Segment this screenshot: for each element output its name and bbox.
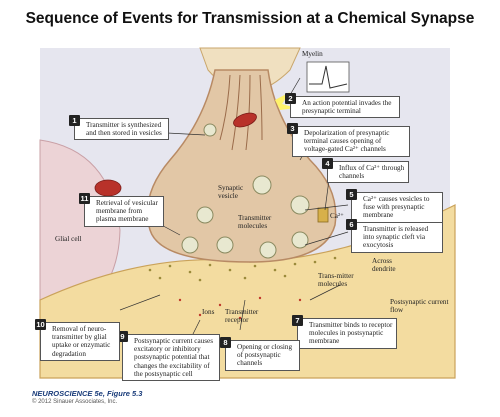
step-6-text: Transmitter is released into synaptic cl… (363, 225, 429, 250)
figure-caption: NEUROSCIENCE 5e, Figure 5.3 (32, 389, 143, 398)
step-7-text: Transmitter binds to receptor molecules … (309, 321, 393, 346)
step-5-callout: 5 Ca²⁺ causes vesicles to fuse with pres… (346, 189, 443, 223)
step-5-number: 5 (346, 189, 357, 200)
step-1-number: 1 (69, 115, 80, 126)
step-10-callout: 10 Removal of neuro-transmitter by glial… (35, 319, 120, 361)
step-8-callout: 8 Opening or closing of postsynaptic cha… (220, 337, 300, 371)
step-11-callout: 11 Retrieval of vesicular membrane from … (79, 193, 164, 227)
step-4-text: Influx of Ca²⁺ through channels (339, 164, 405, 181)
step-9-number: 9 (117, 331, 128, 342)
calcium-channel (317, 207, 329, 223)
step-8-text: Opening or closing of postsynaptic chann… (237, 343, 293, 368)
label-across-dendrite: Across dendrite (372, 257, 396, 273)
microtubules (219, 74, 263, 151)
label-ca-ion: Ca²⁺ (330, 212, 344, 220)
step-11-number: 11 (79, 193, 90, 204)
step-7-callout: 7 Transmitter binds to receptor molecule… (292, 315, 397, 349)
step-1-text: Transmitter is synthesized and then stor… (86, 121, 162, 138)
step-4-callout: 4 Influx of Ca²⁺ through channels (322, 158, 409, 184)
mitochondria (94, 112, 257, 197)
step-10-number: 10 (35, 319, 46, 330)
step-3-callout: 3 Depolarization of presynaptic terminal… (287, 123, 410, 157)
step-4-number: 4 (322, 158, 333, 169)
step-2-text: An action potential invades the presynap… (302, 99, 392, 116)
action-potential-trace-box (306, 61, 350, 93)
step-8-number: 8 (220, 337, 231, 348)
label-transmitter-receptor: Transmitter receptor (225, 308, 259, 324)
synaptic-vesicles (181, 123, 310, 259)
action-potential-trace (309, 65, 348, 89)
step-9-text: Postsynaptic current causes excitatory o… (134, 337, 214, 378)
label-synaptic-vesicle: Synaptic vesicle (218, 184, 244, 200)
step-6-number: 6 (346, 219, 357, 230)
step-11-text: Retrieval of vesicular membrane from pla… (96, 199, 158, 224)
label-postsynaptic-current-flow: Postsynaptic current flow (390, 298, 449, 314)
step-6-callout: 6 Transmitter is released into synaptic … (346, 219, 443, 253)
label-ions: Ions (202, 308, 215, 316)
label-glial-cell: Glial cell (55, 235, 82, 243)
step-1-callout: 1 Transmitter is synthesized and then st… (69, 115, 169, 141)
ions-markers (178, 296, 302, 320)
label-myelin: Myelin (302, 50, 323, 58)
step-9-callout: 9 Postsynaptic current causes excitatory… (117, 331, 220, 382)
step-10-text: Removal of neuro-transmitter by glial up… (52, 325, 111, 358)
step-2-callout: 2 An action potential invades the presyn… (285, 93, 400, 119)
step-3-text: Depolarization of presynaptic terminal c… (304, 129, 390, 154)
figure-title: Sequence of Events for Transmission at a… (25, 10, 475, 27)
copyright-notice: © 2012 Sinauer Associates, Inc. (32, 399, 118, 405)
label-transmitter-molecules-2: Trans-mitter molecules (318, 272, 354, 288)
step-7-number: 7 (292, 315, 303, 326)
step-2-number: 2 (285, 93, 296, 104)
step-5-text: Ca²⁺ causes vesicles to fuse with presyn… (363, 195, 430, 220)
label-transmitter-molecules: Transmitter molecules (238, 214, 272, 230)
step-3-number: 3 (287, 123, 298, 134)
cleft-molecules (148, 256, 337, 282)
